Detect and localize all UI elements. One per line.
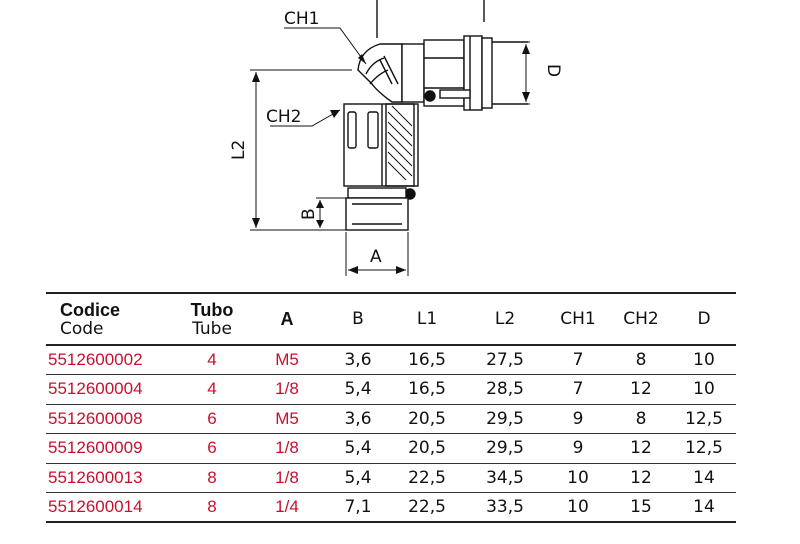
cell-ch2: 8 (635, 408, 647, 429)
cell-b: 5,4 (344, 467, 372, 488)
cell-tube: 4 (207, 379, 217, 399)
cell-b: 3,6 (344, 350, 372, 370)
cell-ch1: 10 (567, 467, 589, 488)
table-header-row: Codice Code Tubo Tube A B L1 L2 CH1 CH2 … (46, 293, 736, 345)
cell-l2: 27,5 (486, 350, 524, 370)
cell-l2: 29,5 (486, 438, 524, 459)
cell-ch1: 9 (572, 408, 584, 429)
cell-ch1: 9 (572, 438, 584, 459)
cell-l2: 33,5 (486, 497, 524, 517)
cell-tube: 8 (207, 467, 217, 487)
cell-code: 5512600004 (48, 379, 143, 399)
cell-ch2: 12 (630, 379, 652, 400)
cell-d: 12,5 (685, 408, 723, 429)
cell-a: 1/8 (275, 438, 299, 458)
cell-tube: 8 (207, 497, 217, 516)
col-header-tube: Tubo Tube (176, 293, 248, 345)
cell-l1: 22,5 (408, 467, 446, 488)
cell-b: 7,1 (344, 497, 372, 517)
ch1-label: CH1 (284, 9, 319, 29)
cell-code: 5512600014 (48, 497, 143, 516)
col-header-ch1: CH1 (560, 309, 596, 329)
cell-l1: 20,5 (408, 408, 446, 429)
cell-code: 5512600013 (48, 467, 143, 487)
cell-a: 1/8 (275, 467, 299, 487)
table-row: 5512600008 6 M5 3,6 20,5 29,5 9 8 12,5 (46, 404, 736, 434)
cell-l2: 29,5 (486, 408, 524, 429)
cell-d: 10 (693, 350, 715, 370)
col-header-code-it: Codice (60, 299, 121, 320)
ch2-label: CH2 (266, 107, 301, 127)
cell-l1: 22,5 (408, 497, 446, 517)
col-header-a: A (280, 308, 294, 329)
cell-code: 5512600008 (48, 408, 143, 428)
table-row: 5512600004 4 1/8 5,4 16,5 28,5 7 12 10 (46, 375, 736, 404)
cell-tube: 4 (207, 350, 217, 369)
cell-ch1: 7 (572, 350, 584, 370)
col-header-code-en: Code (60, 318, 104, 339)
table-row: 5512600002 4 M5 3,6 16,5 27,5 7 8 10 (46, 345, 736, 375)
cell-l1: 20,5 (408, 438, 446, 459)
col-header-tube-en: Tube (192, 318, 232, 339)
col-header-tube-it: Tubo (190, 299, 234, 320)
cell-ch2: 15 (630, 497, 652, 517)
col-header-l2: L2 (494, 309, 516, 329)
cell-b: 5,4 (344, 379, 372, 400)
cell-l1: 16,5 (408, 350, 446, 370)
cell-ch1: 10 (567, 497, 589, 517)
cell-l1: 16,5 (408, 379, 446, 400)
spec-table: Codice Code Tubo Tube A B L1 L2 CH1 CH2 … (46, 292, 736, 523)
cell-tube: 6 (207, 438, 217, 458)
fitting-technical-drawing: CH1 CH2 L2 B A D (229, 0, 563, 276)
cell-tube: 6 (207, 408, 217, 428)
cell-ch2: 12 (630, 467, 652, 488)
col-header-d: D (697, 309, 711, 329)
d-label: D (543, 64, 563, 77)
cell-b: 3,6 (344, 408, 372, 429)
cell-ch1: 7 (572, 379, 584, 400)
cell-b: 5,4 (344, 438, 372, 459)
table-row: 5512600014 8 1/4 7,1 22,5 33,5 10 15 14 (46, 493, 736, 522)
l2-label: L2 (229, 140, 249, 160)
col-header-l1: L1 (416, 309, 438, 329)
cell-l2: 34,5 (486, 467, 524, 488)
cell-a: M5 (275, 350, 299, 369)
cell-a: 1/4 (275, 497, 299, 516)
cell-ch2: 12 (630, 438, 652, 459)
table-row: 5512600013 8 1/8 5,4 22,5 34,5 10 12 14 (46, 463, 736, 493)
col-header-ch2: CH2 (623, 309, 659, 329)
cell-code: 5512600002 (48, 350, 143, 369)
cell-a: 1/8 (275, 379, 299, 399)
cell-ch2: 8 (635, 350, 647, 370)
cell-d: 14 (693, 467, 715, 488)
b-label: B (299, 208, 319, 220)
cell-l2: 28,5 (486, 379, 524, 400)
cell-a: M5 (275, 408, 299, 428)
cell-d: 10 (693, 379, 715, 400)
cell-d: 14 (693, 497, 715, 517)
cell-code: 5512600009 (48, 438, 143, 458)
col-header-code: Codice Code (46, 293, 176, 345)
a-label: A (370, 247, 382, 267)
cell-d: 12,5 (685, 438, 723, 459)
table-row: 5512600009 6 1/8 5,4 20,5 29,5 9 12 12,5 (46, 434, 736, 463)
col-header-b: B (352, 309, 364, 329)
